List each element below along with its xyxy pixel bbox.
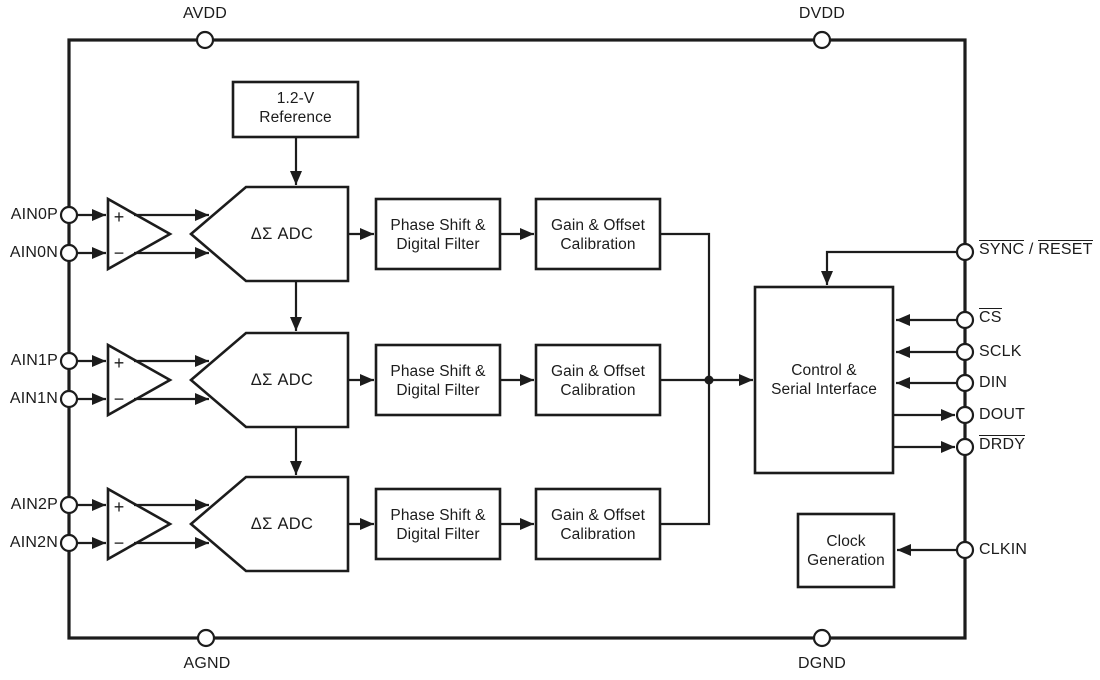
cs-pin-circle <box>955 310 975 330</box>
calibration0-label: Gain & Offset Calibration <box>536 216 660 254</box>
chip-outline <box>67 38 967 640</box>
ain0p-pin-circle <box>59 205 79 225</box>
sclk-pin-label: SCLK <box>979 343 1022 360</box>
amplifier-0 <box>106 196 173 272</box>
clock-line2: Generation <box>807 552 885 569</box>
agnd-pin-circle <box>196 628 216 648</box>
calibration1-label: Gain & Offset Calibration <box>536 362 660 400</box>
calibration2-label: Gain & Offset Calibration <box>536 506 660 544</box>
drdy-pin-label: DRDY <box>979 435 1026 454</box>
clock-block <box>796 512 896 589</box>
amp1-plus-sign: + <box>113 353 125 373</box>
sync-reset-wire <box>821 250 957 285</box>
ain1n-pin-circle <box>59 389 79 409</box>
cal2-bus-wire <box>660 380 711 526</box>
ain1p-pin-circle <box>59 351 79 371</box>
filter2-line1: Phase Shift & <box>390 507 486 524</box>
amp1-minus-sign: − <box>113 389 125 409</box>
adc2-label: ΔΣ ADC <box>250 515 314 533</box>
ain2n-pin-circle <box>59 533 79 553</box>
digital-wires <box>821 250 957 556</box>
calibration0-line1: Gain & Offset <box>550 217 646 234</box>
din-pin-label: DIN <box>979 374 1008 391</box>
calibration0-line2: Calibration <box>560 236 636 253</box>
calibration2-line1: Gain & Offset <box>550 507 646 524</box>
channel-2 <box>78 427 662 573</box>
channel-1 <box>78 281 662 429</box>
cs-label: CS <box>979 308 1002 326</box>
control-line1: Control & <box>791 362 857 379</box>
agnd-pin-label: AGND <box>183 655 231 672</box>
clock-line1: Clock <box>826 533 866 550</box>
clkin-pin-circle <box>955 540 975 560</box>
filter0-line2: Digital Filter <box>396 236 480 253</box>
dvdd-pin-label: DVDD <box>798 5 846 22</box>
filter2-label: Phase Shift & Digital Filter <box>376 506 500 544</box>
dgnd-pin-label: DGND <box>798 655 846 672</box>
amp0-plus-sign: + <box>113 207 125 227</box>
sync-label: SYNC <box>979 240 1025 258</box>
calibration1-line1: Gain & Offset <box>550 363 646 380</box>
amp2-plus-sign: + <box>113 497 125 517</box>
drdy-label: DRDY <box>979 435 1026 453</box>
adc1-label: ΔΣ ADC <box>250 371 314 389</box>
clock-block-label: Clock Generation <box>798 532 894 570</box>
drdy-pin-circle <box>955 437 975 457</box>
amp0-minus-sign: − <box>113 243 125 263</box>
dvdd-pin-circle <box>812 30 832 50</box>
din-pin-circle <box>955 373 975 393</box>
sync-reset-separator: / <box>1024 241 1039 258</box>
ain1p-pin-label: AIN1P <box>10 352 58 369</box>
pin-circles <box>59 30 975 648</box>
ain0n-pin-circle <box>59 243 79 263</box>
ain1n-pin-label: AIN1N <box>9 390 58 407</box>
ain2n-pin-label: AIN2N <box>9 534 58 551</box>
reference-line2: Reference <box>259 109 332 126</box>
ain0p-pin-label: AIN0P <box>10 206 58 223</box>
calibration-output-bus <box>660 232 753 526</box>
sync-reset-pin-circle <box>955 242 975 262</box>
amp2-minus-sign: − <box>113 533 125 553</box>
reference-block-label: 1.2-V Reference <box>233 89 358 127</box>
ain0n-pin-label: AIN0N <box>9 244 58 261</box>
calibration2-line2: Calibration <box>560 526 636 543</box>
sync-reset-pin-label: SYNC / RESET <box>979 240 1093 259</box>
control-block-label: Control & Serial Interface <box>755 361 893 399</box>
cs-pin-label: CS <box>979 308 1002 327</box>
avdd-pin-label: AVDD <box>182 5 228 22</box>
adc0-label: ΔΣ ADC <box>250 225 314 243</box>
cal0-bus-wire <box>660 232 711 380</box>
avdd-pin-circle <box>195 30 215 50</box>
ain2p-pin-circle <box>59 495 79 515</box>
control-block <box>753 285 895 475</box>
filter1-line2: Digital Filter <box>396 382 480 399</box>
reference-line1: 1.2-V <box>276 90 315 107</box>
filter0-line1: Phase Shift & <box>390 217 486 234</box>
reset-label: RESET <box>1038 240 1093 258</box>
ain2p-pin-label: AIN2P <box>10 496 58 513</box>
filter0-label: Phase Shift & Digital Filter <box>376 216 500 254</box>
calibration1-line2: Calibration <box>560 382 636 399</box>
filter1-label: Phase Shift & Digital Filter <box>376 362 500 400</box>
filter1-line1: Phase Shift & <box>390 363 486 380</box>
filter2-line2: Digital Filter <box>396 526 480 543</box>
sclk-pin-circle <box>955 342 975 362</box>
control-line2: Serial Interface <box>771 381 877 398</box>
amplifier-1 <box>106 342 173 418</box>
clkin-pin-label: CLKIN <box>979 541 1028 558</box>
amplifier-2 <box>106 486 173 562</box>
dgnd-pin-circle <box>812 628 832 648</box>
dout-pin-label: DOUT <box>979 406 1026 423</box>
dout-pin-circle <box>955 405 975 425</box>
